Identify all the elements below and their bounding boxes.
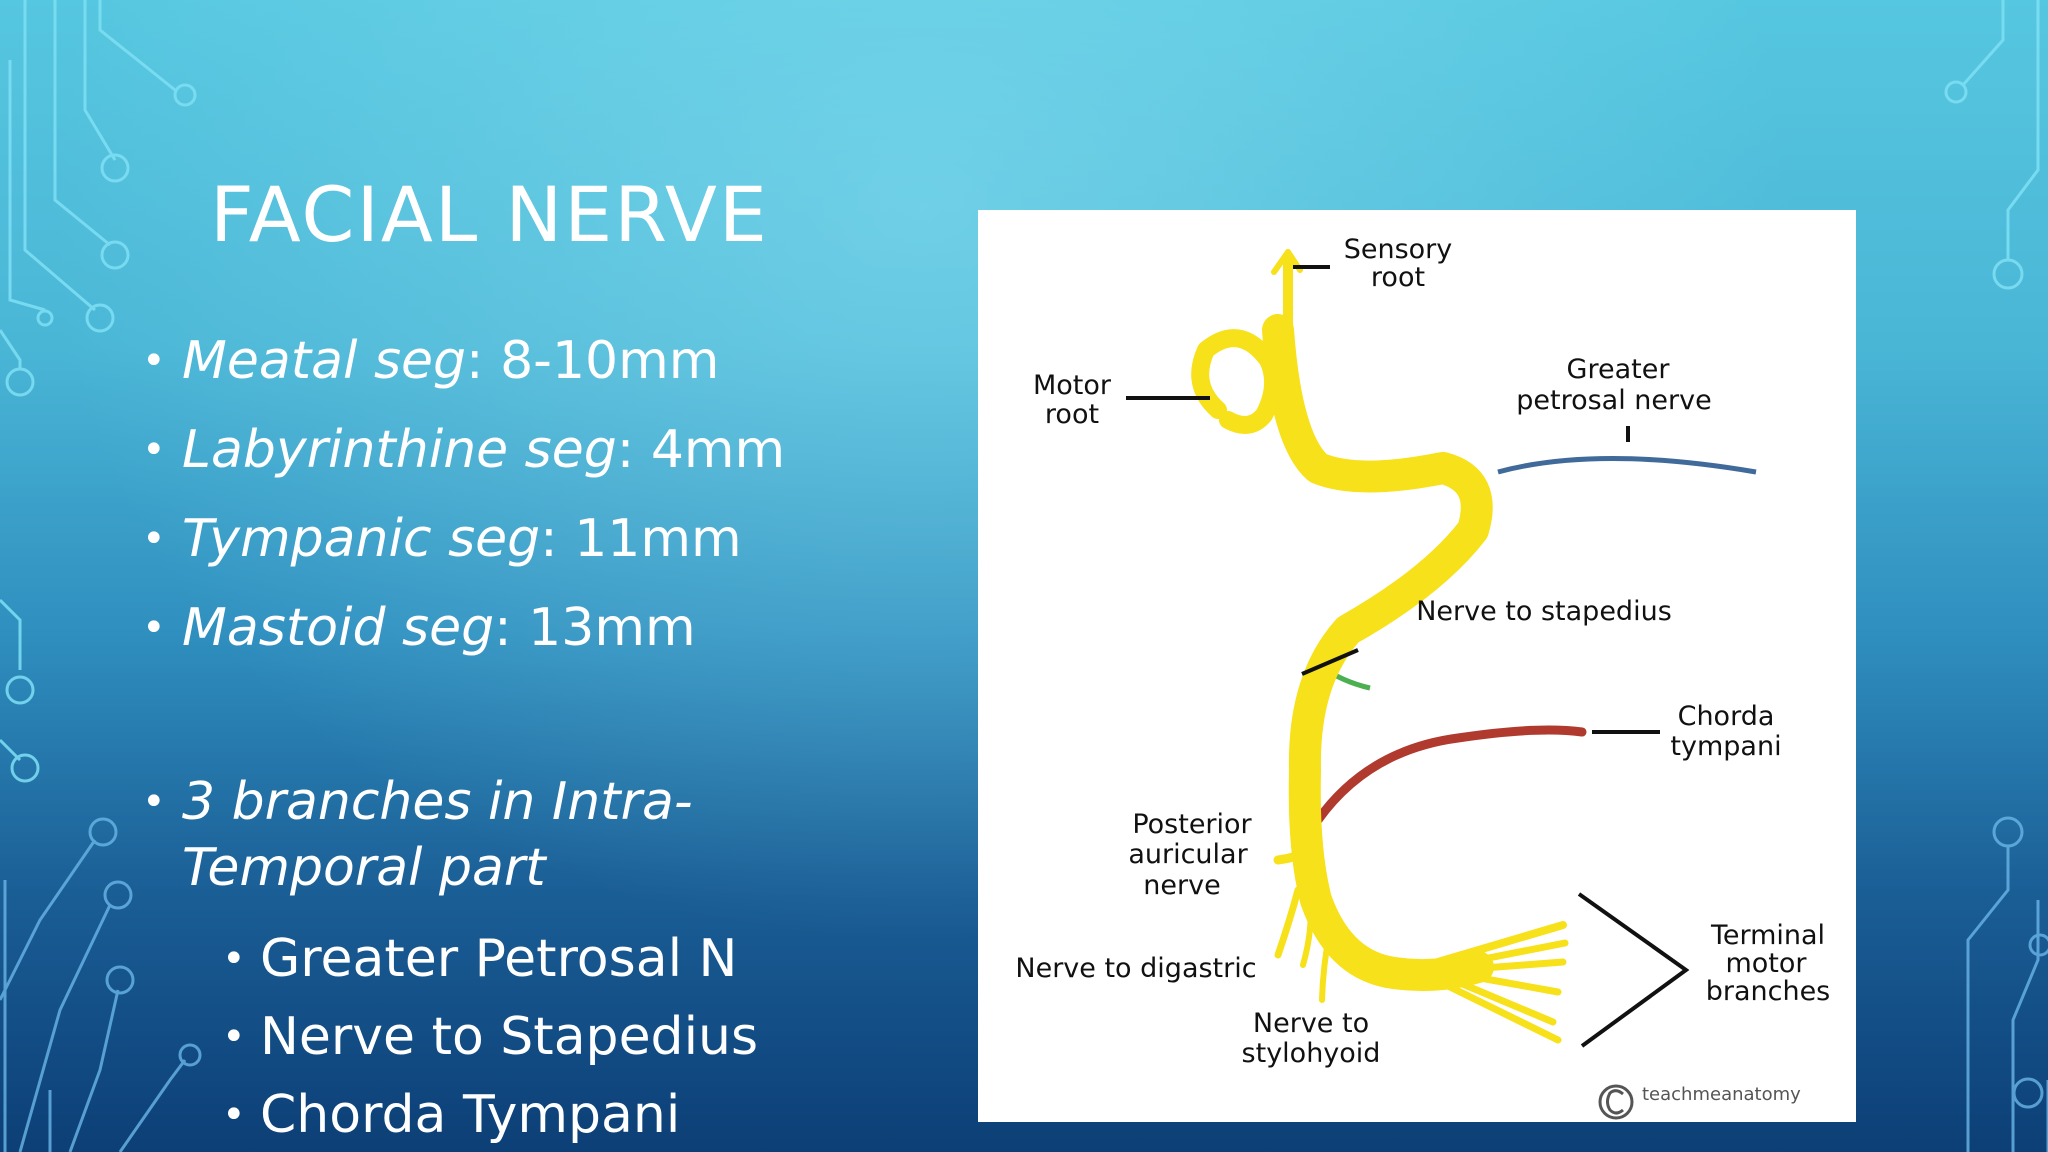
label-motor-root-2: root bbox=[1045, 399, 1099, 430]
bullet-label: Labyrinthine seg bbox=[182, 420, 617, 480]
leader-lines bbox=[1126, 265, 1690, 1048]
circuit-decoration-right bbox=[1944, 0, 2048, 1152]
label-nerve-to-stylohyoid-1: Nerve to bbox=[1253, 1008, 1369, 1039]
label-nerve-to-stapedius: Nerve to stapedius bbox=[1416, 596, 1672, 627]
circuit-decoration-left bbox=[0, 0, 202, 1152]
label-sensory-root-1: Sensory bbox=[1344, 234, 1453, 265]
bullet-value: : 13mm bbox=[494, 598, 696, 658]
slide-title: FACIAL NERVE bbox=[210, 170, 769, 259]
bullet-dot-icon: • bbox=[142, 427, 166, 473]
bullet-dot-icon: • bbox=[142, 779, 166, 825]
bullet-branches-heading: • 3 branches in Intra- Temporal part bbox=[140, 769, 960, 901]
label-terminal-motor-1: Terminal bbox=[1710, 920, 1825, 951]
bullet-dot-icon: • bbox=[222, 1014, 246, 1060]
label-posterior-auricular-1: Posterior bbox=[1132, 809, 1252, 840]
sub-bullet-greater-petrosal: • Greater Petrosal N bbox=[220, 928, 960, 990]
label-terminal-motor-2: motor bbox=[1725, 948, 1807, 979]
watermark-text: teachmeanatomy bbox=[1642, 1084, 1801, 1105]
bullet-label: Tympanic seg bbox=[182, 509, 541, 569]
sub-bullet-label: Nerve to Stapedius bbox=[260, 1007, 759, 1067]
bullet-dot-icon: • bbox=[222, 1092, 246, 1138]
bullet-mastoid-seg: • Mastoid seg: 13mm bbox=[140, 597, 960, 659]
label-terminal-motor-3: branches bbox=[1706, 976, 1831, 1007]
label-greater-petrosal-1: Greater bbox=[1567, 354, 1671, 385]
bullet-value: : 4mm bbox=[616, 420, 786, 480]
copyright-icon bbox=[1598, 1084, 1634, 1120]
branches-heading-line2: Temporal part bbox=[182, 838, 546, 898]
bullet-label: Meatal seg bbox=[182, 331, 467, 391]
sub-bullet-nerve-to-stapedius: • Nerve to Stapedius bbox=[220, 1006, 960, 1068]
bullet-tympanic-seg: • Tympanic seg: 11mm bbox=[140, 508, 960, 570]
branches-heading-line1: 3 branches in Intra- bbox=[182, 772, 693, 832]
bullet-value: : 8-10mm bbox=[466, 331, 720, 391]
sub-bullet-label: Chorda Tympani bbox=[260, 1085, 681, 1145]
nerve-diagram-svg: Sensory root Motor root Greater petrosal… bbox=[1015, 234, 1831, 1120]
label-chorda-tympani-2: tympani bbox=[1670, 731, 1781, 762]
facial-nerve-diagram: Sensory root Motor root Greater petrosal… bbox=[978, 210, 1856, 1122]
label-sensory-root-2: root bbox=[1371, 262, 1425, 293]
bullet-value: : 11mm bbox=[540, 509, 742, 569]
label-chorda-tympani-1: Chorda bbox=[1678, 701, 1775, 732]
bullet-dot-icon: • bbox=[142, 338, 166, 384]
bullet-label: Mastoid seg bbox=[182, 598, 495, 658]
bullet-dot-icon: • bbox=[142, 516, 166, 562]
label-nerve-to-stylohyoid-2: stylohyoid bbox=[1242, 1038, 1381, 1069]
bullet-dot-icon: • bbox=[142, 605, 166, 651]
label-posterior-auricular-3: nerve bbox=[1143, 870, 1220, 901]
label-greater-petrosal-2: petrosal nerve bbox=[1516, 385, 1711, 416]
label-posterior-auricular-2: auricular bbox=[1128, 839, 1248, 870]
bullet-list: • Meatal seg: 8-10mm • Labyrinthine seg:… bbox=[140, 330, 960, 1146]
bullet-meatal-seg: • Meatal seg: 8-10mm bbox=[140, 330, 960, 392]
label-nerve-to-digastric: Nerve to digastric bbox=[1015, 953, 1256, 984]
sub-bullet-label: Greater Petrosal N bbox=[260, 929, 738, 989]
facial-nerve-trunk bbox=[1191, 249, 1569, 1044]
bullet-labyrinthine-seg: • Labyrinthine seg: 4mm bbox=[140, 419, 960, 481]
bullet-dot-icon: • bbox=[222, 936, 246, 982]
greater-petrosal-nerve-branch bbox=[1497, 456, 1757, 475]
chorda-tympani-branch bbox=[1313, 725, 1587, 825]
sub-bullet-chorda-tympani: • Chorda Tympani bbox=[220, 1084, 960, 1146]
label-motor-root-1: Motor bbox=[1033, 370, 1112, 401]
